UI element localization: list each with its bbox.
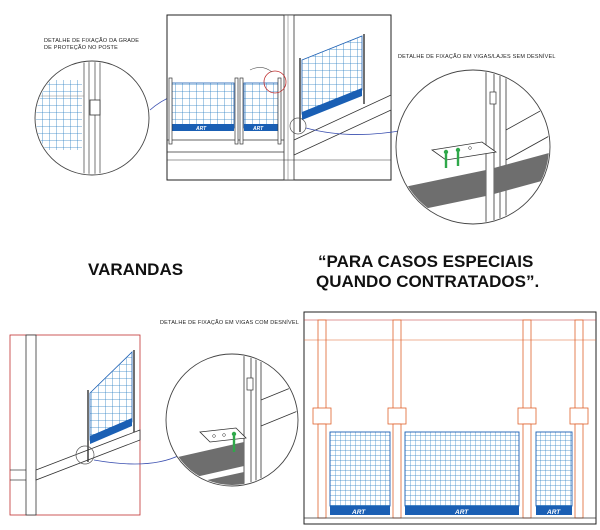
special-railing-elevation: ART ART ART xyxy=(303,311,597,525)
note-vigas-sem-desnivel: DETALHE DE FIXAÇÃO EM VIGAS/LAJES SEM DE… xyxy=(398,53,556,60)
brand-label: ART xyxy=(252,126,264,132)
brand-label: ART xyxy=(351,509,366,516)
balcony-elevation-bottom xyxy=(9,334,141,516)
brand-label: ART xyxy=(195,126,207,132)
callout-line xyxy=(305,127,406,135)
brand-label: ART xyxy=(454,509,469,516)
note-grade-poste-line2: DE PROTEÇÃO NO POSTE xyxy=(44,44,118,51)
heading-especiais-line2: QUANDO CONTRATADOS”. xyxy=(316,272,540,291)
brand-label: ART xyxy=(546,509,561,516)
detail-vigas-com-desnivel: DETALHE DE FIXAÇÃO EM VIGAS COM DESNÍVEL xyxy=(160,319,299,487)
heading-varandas: VARANDAS xyxy=(88,260,184,279)
balcony-elevation-top: ART ART xyxy=(166,14,392,181)
note-vigas-com-desnivel: DETALHE DE FIXAÇÃO EM VIGAS COM DESNÍVEL xyxy=(160,319,299,326)
note-grade-poste-line1: DETALHE DE FIXAÇÃO DA GRADE xyxy=(44,37,139,44)
detail-vigas-sem-desnivel: DETALHE DE FIXAÇÃO EM VIGAS/LAJES SEM DE… xyxy=(395,53,556,225)
heading-especiais-line1: “PARA CASOS ESPECIAIS xyxy=(318,252,534,271)
detail-grade-poste: DETALHE DE FIXAÇÃO DA GRADE DE PROTEÇÃO … xyxy=(34,37,150,176)
callout-line xyxy=(93,454,181,465)
